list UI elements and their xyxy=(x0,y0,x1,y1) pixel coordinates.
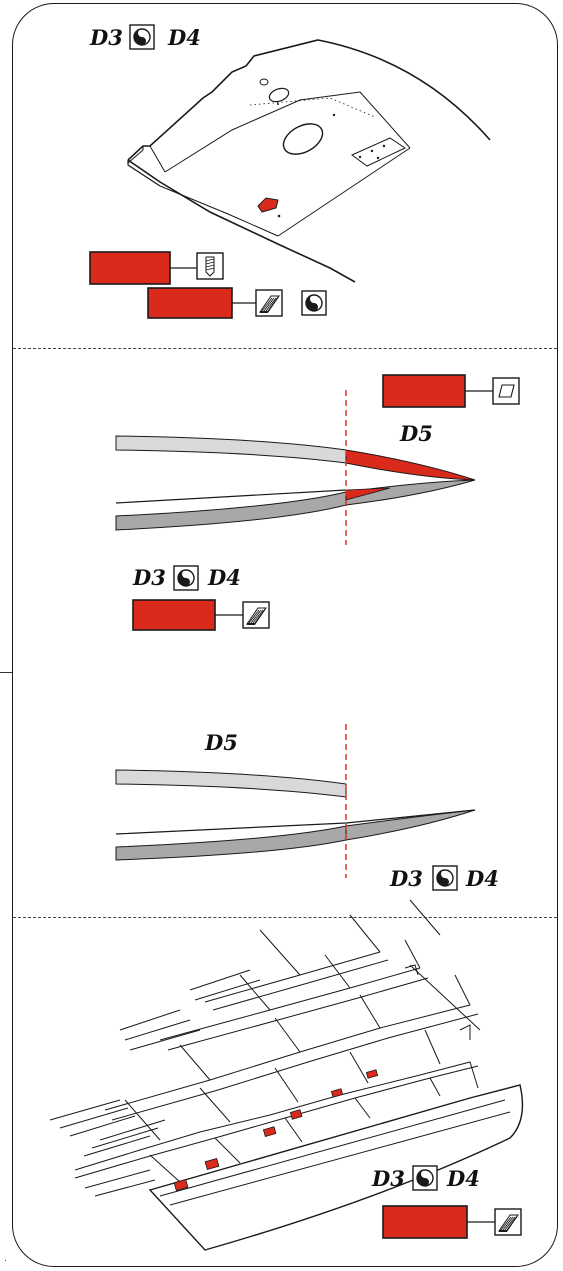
material-swatch xyxy=(147,287,233,319)
panel3-label-d5: D5 xyxy=(205,730,238,755)
yin-yang-icon xyxy=(412,1165,438,1191)
airfoil-section-drawing xyxy=(115,724,476,878)
wing-structure-drawing xyxy=(49,899,524,1251)
panel2-label-d5: D5 xyxy=(400,421,433,446)
panel2-label-d4: D4 xyxy=(208,565,241,590)
section-divider xyxy=(13,917,557,918)
yin-yang-icon xyxy=(432,865,458,891)
yin-yang-icon xyxy=(173,565,199,591)
panel1-label-d4: D4 xyxy=(168,25,201,50)
panel2-label-d3: D3 xyxy=(133,565,166,590)
panel4-label-d3: D3 xyxy=(372,1166,405,1191)
panel4-label-d4: D4 xyxy=(447,1166,480,1191)
panel3-label-d4: D4 xyxy=(466,866,499,891)
corner-mark: . xyxy=(4,1254,7,1264)
red-hinge-marks xyxy=(173,1069,379,1191)
section-divider xyxy=(13,348,557,349)
binder-tick xyxy=(0,672,12,673)
page-frame xyxy=(12,3,558,1267)
sanding-block-icon xyxy=(242,601,270,629)
sanding-block-icon xyxy=(255,289,283,317)
material-swatch xyxy=(382,1205,468,1239)
wing-section-drawing xyxy=(127,39,491,283)
material-swatch xyxy=(382,374,466,408)
sanding-block-icon xyxy=(494,1208,522,1236)
panel1-label-d3: D3 xyxy=(90,25,123,50)
panel3-label-d3: D3 xyxy=(390,866,423,891)
airfoil-section-drawing xyxy=(115,390,476,545)
drill-bit-icon xyxy=(196,252,224,280)
material-swatch xyxy=(89,251,171,285)
yin-yang-icon xyxy=(301,290,327,316)
sheet-icon xyxy=(492,377,520,405)
yin-yang-icon xyxy=(129,24,155,50)
material-swatch xyxy=(132,599,216,631)
